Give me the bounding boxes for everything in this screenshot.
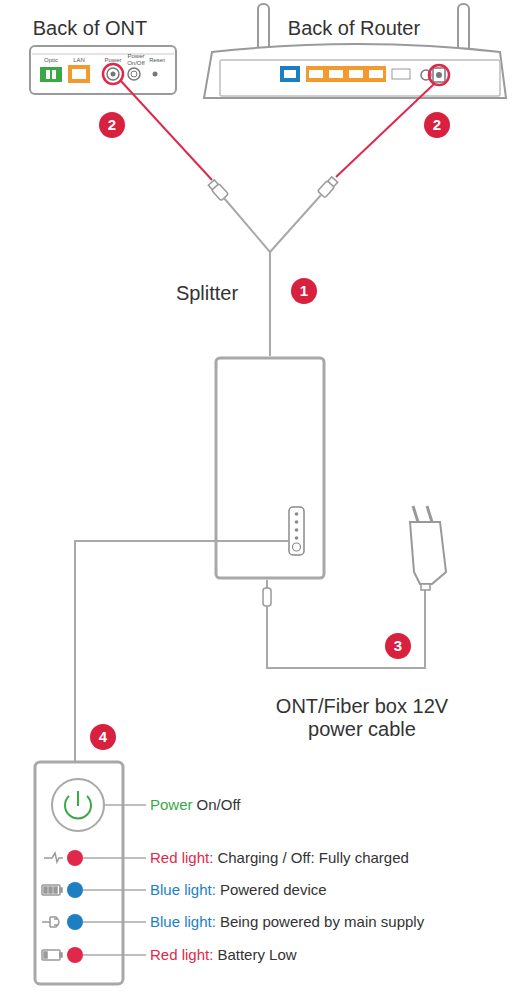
control-panel xyxy=(35,762,123,984)
legend-row: Blue light:Being powered by main supply xyxy=(150,913,424,931)
legend-key: Red light: xyxy=(150,946,213,964)
legend-key: Blue light: xyxy=(150,913,216,931)
indicator-light xyxy=(67,914,83,930)
indicator-light xyxy=(67,882,83,898)
plug xyxy=(318,176,339,198)
battery-unit xyxy=(216,358,324,578)
callout-circle xyxy=(90,112,450,750)
port-label: Optic xyxy=(44,57,58,64)
legend-key: Blue light: xyxy=(150,881,216,899)
splitter-cable xyxy=(224,198,270,356)
button-label: On/Off xyxy=(197,796,241,814)
indicator-light xyxy=(67,850,83,866)
plug xyxy=(208,179,229,201)
heading: Back of ONT xyxy=(33,17,147,40)
legend-row: PowerOn/Off xyxy=(150,796,240,814)
leader-line xyxy=(83,805,146,955)
callout-number: 4 xyxy=(99,728,107,745)
callout-number: 2 xyxy=(433,116,441,133)
legend-text: Being powered by main supply xyxy=(220,913,424,931)
legend-text: Powered device xyxy=(220,881,327,899)
power-cable xyxy=(267,590,425,668)
router-device xyxy=(204,4,506,98)
part-label: ONT/Fiber box 12V power cable xyxy=(262,695,462,741)
part-label: Splitter xyxy=(176,282,238,305)
power-button xyxy=(52,779,104,831)
legend-row: Blue light:Powered device xyxy=(150,881,327,899)
button-label: Power xyxy=(150,796,193,814)
legend-text: Charging / Off: Fully charged xyxy=(217,849,408,867)
legend-row: Red light:Charging / Off: Fully charged xyxy=(150,849,409,867)
port-label: Power xyxy=(104,57,121,64)
indicator-panel xyxy=(289,507,304,555)
power-cable xyxy=(336,84,434,177)
port-label: Power On/Off xyxy=(125,53,147,67)
callout-number: 3 xyxy=(394,637,402,654)
panel-cable xyxy=(75,541,289,762)
status-icons xyxy=(42,853,63,960)
callout-number: 1 xyxy=(300,282,308,299)
legend-row: Red light:Battery Low xyxy=(150,946,297,964)
splitter-cable xyxy=(270,195,321,252)
ont-device xyxy=(30,46,176,94)
indicator-light xyxy=(67,947,83,963)
callout-number: 2 xyxy=(108,116,116,133)
power-adapter xyxy=(410,506,446,590)
legend-text: Battery Low xyxy=(217,946,296,964)
port-label: LAN xyxy=(73,57,85,64)
plug xyxy=(263,580,271,606)
power-cable xyxy=(120,80,212,180)
port-label: Reset xyxy=(149,57,165,64)
legend-key: Red light: xyxy=(150,849,213,867)
heading: Back of Router xyxy=(288,17,420,40)
